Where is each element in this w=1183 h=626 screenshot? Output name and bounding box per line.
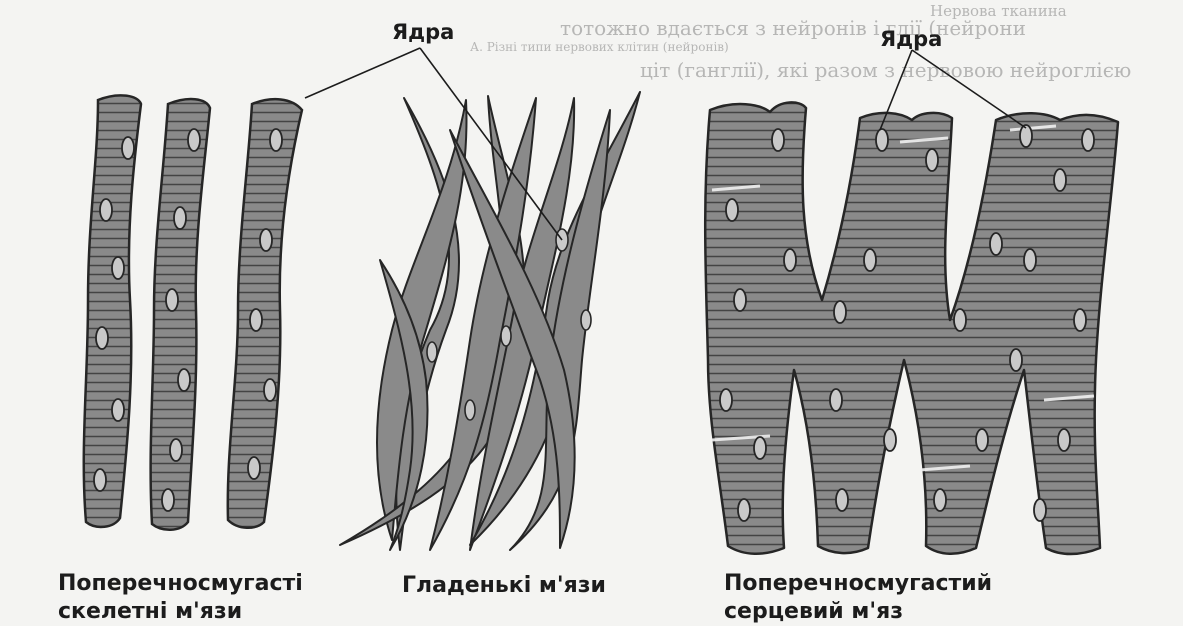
nucleus <box>1054 169 1066 191</box>
nuclei-label-left: Ядра <box>392 20 454 44</box>
nucleus <box>754 437 766 459</box>
caption-smooth: Гладенькі м'язи <box>402 572 606 600</box>
nucleus <box>720 389 732 411</box>
nucleus <box>260 229 272 251</box>
nucleus <box>427 342 437 362</box>
nucleus <box>166 289 178 311</box>
caption-skeletal-line-1: Поперечносмугасті <box>58 570 303 598</box>
nucleus <box>270 129 282 151</box>
nucleus <box>738 499 750 521</box>
skeletal-fiber-1 <box>84 95 141 527</box>
caption-skeletal: Поперечносмугасті скелетні м'язи <box>58 570 303 626</box>
caption-cardiac-line-2: серцевий м'яз <box>724 598 992 626</box>
nucleus <box>178 369 190 391</box>
nucleus <box>501 326 511 346</box>
nucleus <box>990 233 1002 255</box>
cardiac-muscle-group <box>705 102 1118 554</box>
skeletal-muscle-group <box>84 95 302 529</box>
nucleus <box>884 429 896 451</box>
caption-skeletal-line-2: скелетні м'язи <box>58 598 303 626</box>
nucleus <box>876 129 888 151</box>
nucleus <box>934 489 946 511</box>
nucleus <box>96 327 108 349</box>
nucleus <box>250 309 262 331</box>
nucleus <box>1058 429 1070 451</box>
nucleus <box>465 400 475 420</box>
nucleus <box>976 429 988 451</box>
nucleus <box>1034 499 1046 521</box>
nucleus <box>734 289 746 311</box>
nucleus <box>830 389 842 411</box>
nucleus <box>926 149 938 171</box>
nucleus <box>100 199 112 221</box>
smooth-muscle-group <box>340 92 640 550</box>
nucleus <box>1010 349 1022 371</box>
nucleus <box>94 469 106 491</box>
nucleus <box>836 489 848 511</box>
nucleus <box>170 439 182 461</box>
nucleus <box>248 457 260 479</box>
nucleus <box>188 129 200 151</box>
nucleus <box>581 310 591 330</box>
caption-cardiac: Поперечносмугастий серцевий м'яз <box>724 570 992 626</box>
skeletal-fiber-3 <box>228 99 302 528</box>
nucleus <box>834 301 846 323</box>
nucleus <box>162 489 174 511</box>
nucleus <box>174 207 186 229</box>
leader-line-left-a <box>305 48 420 98</box>
nucleus <box>772 129 784 151</box>
nuclei-label-right: Ядра <box>880 27 942 51</box>
nucleus <box>1082 129 1094 151</box>
nucleus <box>1074 309 1086 331</box>
nucleus <box>112 257 124 279</box>
nucleus <box>784 249 796 271</box>
nucleus <box>122 137 134 159</box>
nucleus <box>1020 125 1032 147</box>
nucleus <box>112 399 124 421</box>
nucleus <box>264 379 276 401</box>
nucleus <box>726 199 738 221</box>
nucleus <box>1024 249 1036 271</box>
skeletal-fiber-2 <box>151 99 210 530</box>
nucleus <box>864 249 876 271</box>
caption-cardiac-line-1: Поперечносмугастий <box>724 570 992 598</box>
nucleus <box>954 309 966 331</box>
